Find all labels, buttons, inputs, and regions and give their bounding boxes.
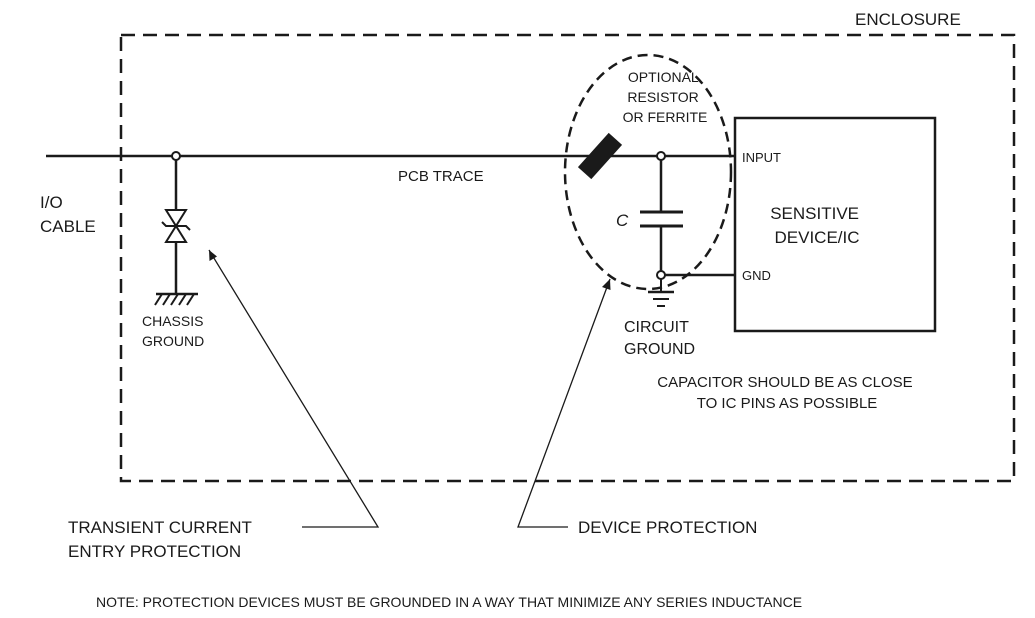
device-protection-leader [517, 278, 611, 528]
pcb-trace-label: PCB TRACE [398, 168, 484, 185]
capacitor-symbol [640, 210, 683, 228]
transient-protection-label: TRANSIENT CURRENT ENTRY PROTECTION [68, 518, 256, 561]
circuit-ground-symbol [648, 290, 674, 307]
ferrite-resistor-symbol [577, 132, 623, 180]
capacitor-top-node [656, 151, 666, 161]
capacitor-bottom-node [656, 270, 666, 280]
grounding-note: NOTE: PROTECTION DEVICES MUST BE GROUNDE… [96, 594, 802, 610]
device-label: SENSITIVE DEVICE/IC [770, 204, 864, 247]
capacitor-label: C [616, 211, 629, 230]
chassis-ground-symbol [154, 292, 198, 306]
chassis-ground-label: CHASSIS GROUND [142, 313, 207, 349]
input-pin-label: INPUT [742, 150, 781, 165]
io-cable-label: I/O CABLE [40, 193, 96, 236]
tvs-junction-node [171, 151, 181, 161]
circuit-ground-label: CIRCUIT GROUND [624, 319, 695, 358]
gnd-pin-label: GND [742, 268, 771, 283]
tvs-diode-symbol [161, 209, 191, 243]
device-protection-region [563, 53, 733, 291]
transient-protection-leader [208, 249, 380, 528]
optional-component-label: OPTIONAL RESISTOR OR FERRITE [623, 69, 708, 125]
enclosure-label: ENCLOSURE [855, 10, 961, 29]
enclosure-boundary [119, 33, 1016, 483]
device-protection-label: DEVICE PROTECTION [578, 518, 757, 537]
sensitive-device-box [733, 116, 937, 333]
capacitor-placement-note: CAPACITOR SHOULD BE AS CLOSE TO IC PINS … [657, 374, 917, 412]
